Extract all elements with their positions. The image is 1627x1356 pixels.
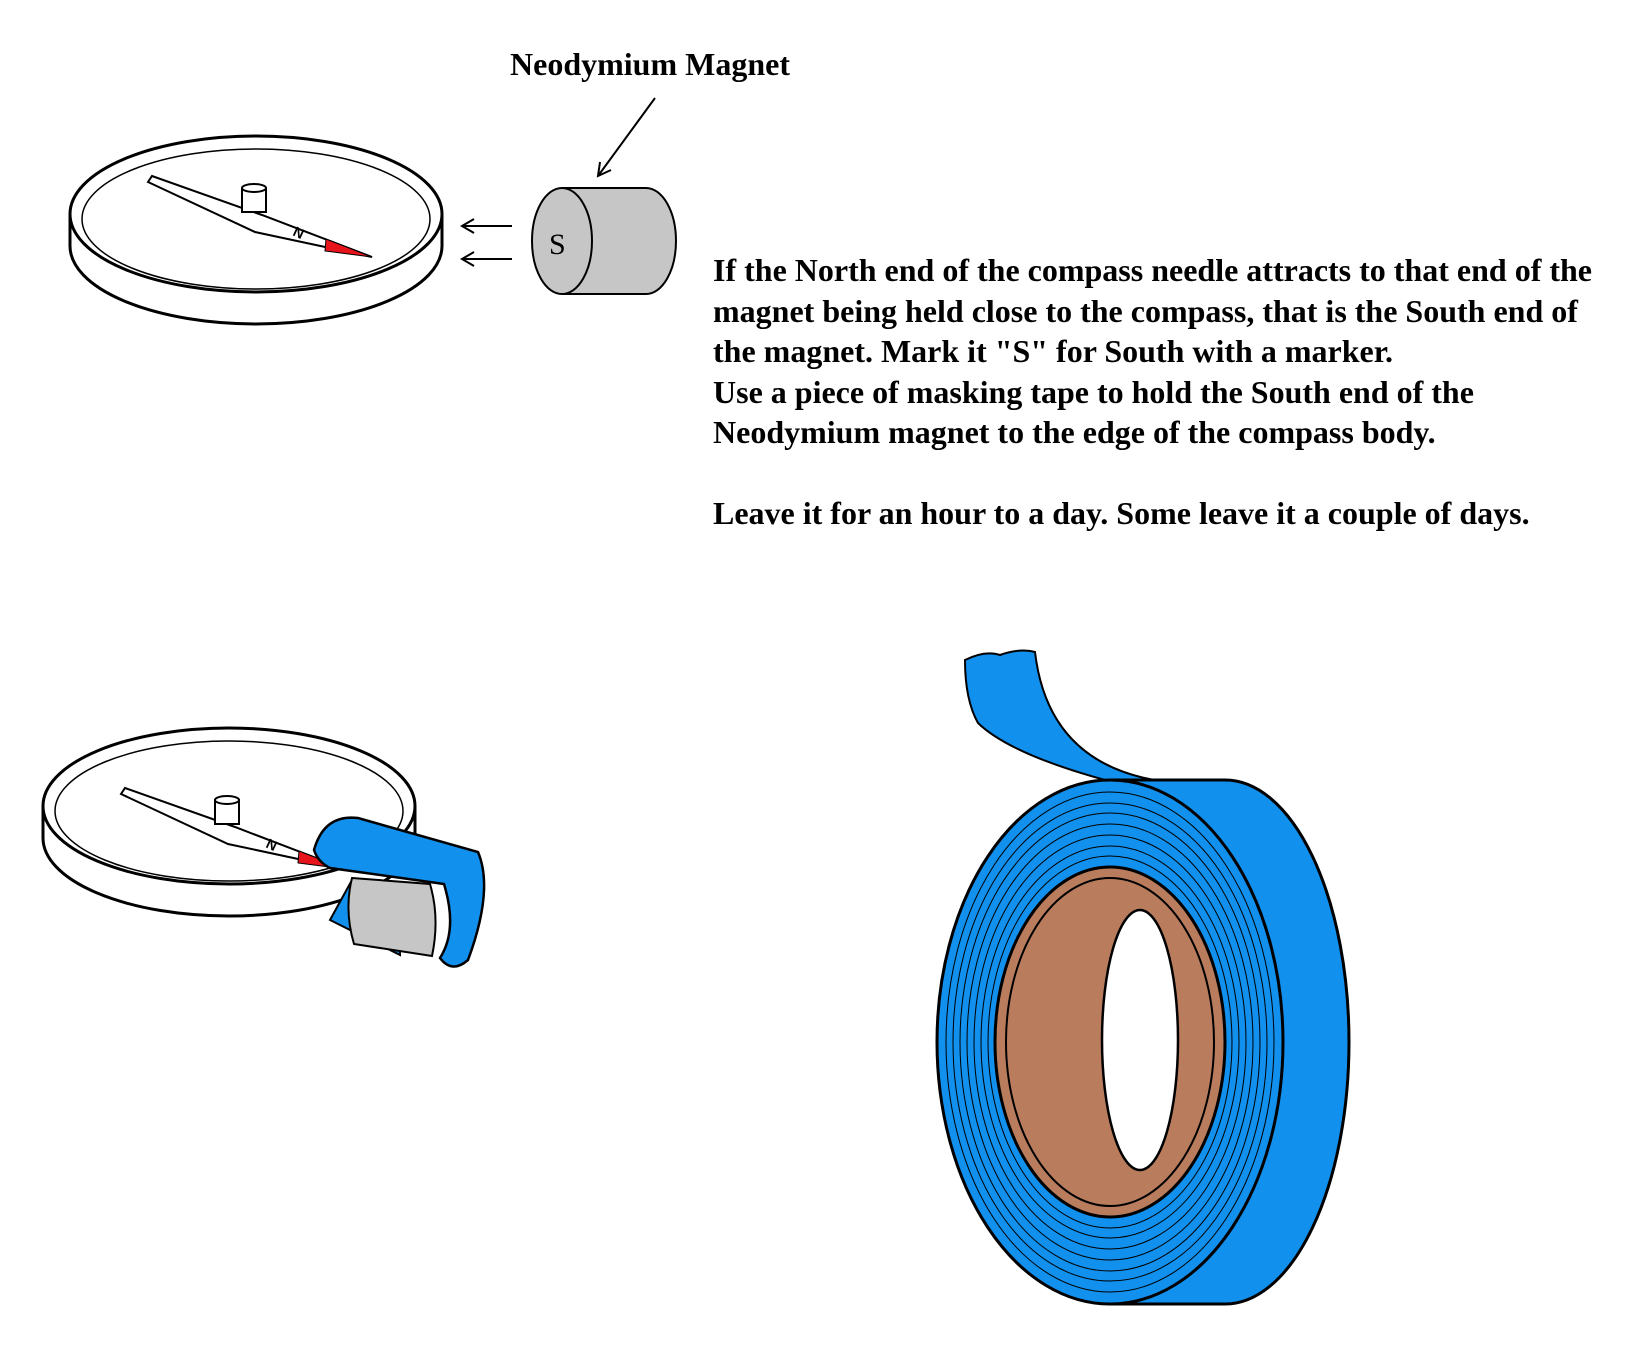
taped-magnet [312, 816, 486, 968]
instruction-paragraph-3: Leave it for an hour to a day. Some leav… [713, 494, 1530, 531]
compass-top: N [68, 134, 444, 326]
magnet-pole-label: S [549, 228, 566, 261]
paragraph-spacer [713, 453, 1613, 493]
instruction-paragraph-2: Use a piece of masking tape to hold the … [713, 373, 1474, 451]
magnet-label: Neodymium Magnet [510, 46, 790, 82]
compass-pivot-top [241, 183, 267, 213]
compass-needle-top: N [146, 174, 373, 258]
label-pointer-arrow [596, 97, 656, 178]
attraction-arrows [460, 218, 512, 267]
compass-bottom: N [41, 726, 486, 968]
masking-tape-roll [935, 649, 1351, 1306]
neodymium-magnet: S [531, 187, 677, 295]
instructions-text: If the North end of the compass needle a… [713, 250, 1613, 533]
compass-pivot-bottom [214, 795, 240, 825]
instruction-paragraph-1: If the North end of the compass needle a… [713, 252, 1592, 369]
